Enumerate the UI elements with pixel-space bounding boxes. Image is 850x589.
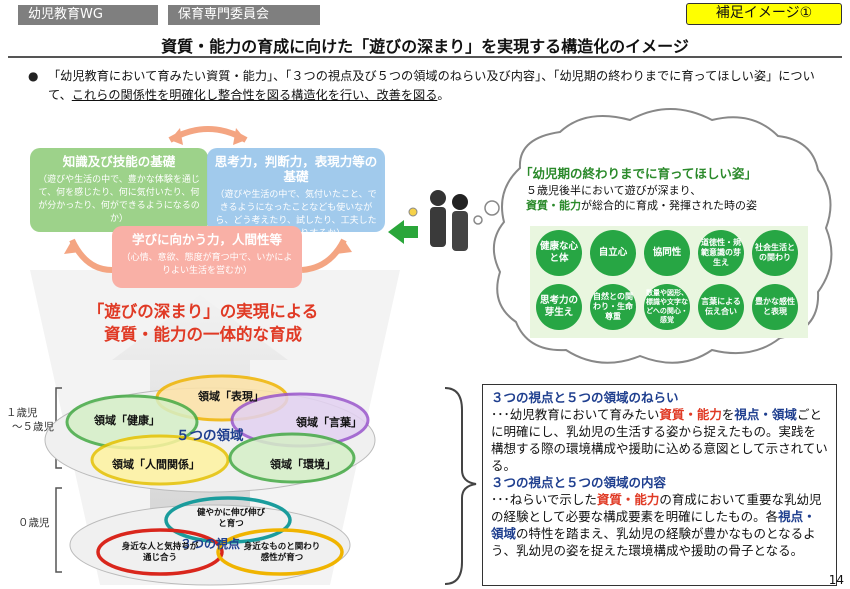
center-message-line2: 資質・能力の一体的な育成 xyxy=(104,325,302,344)
goal-circle-2: 自立心 xyxy=(590,230,636,276)
knowledge-skills-box: 知識及び技能の基礎 （遊びや生活の中で、豊かな体験を通じて、何を感じたり、何に気… xyxy=(30,148,208,232)
goal-circle-4: 道徳性・規範意識の芽生え xyxy=(698,230,744,276)
attitude-box: 学びに向かう力，人間性等 （心情、意欲、態度が育つ中で、いかによりよい生活を営む… xyxy=(112,226,302,288)
age-label-lower: ０歳児 xyxy=(18,517,50,529)
viewpoint-top-label: 健やかに伸び伸びと育つ xyxy=(196,508,265,529)
oval-relationships xyxy=(90,434,230,486)
curly-brace xyxy=(444,387,477,585)
five-domains-label: ５つの領域 xyxy=(176,428,244,444)
viewpoints-plate xyxy=(69,504,351,586)
three-viewpoints-label: ３つの視点 xyxy=(180,537,241,551)
center-message-line1: 「遊びの深まり」の実現による xyxy=(87,302,319,321)
cloud-bubble-1 xyxy=(484,200,500,216)
explanation-panel: ３つの視点と５つの領域のねらい ･･･幼児教育において育みたい資質・能力を視点・… xyxy=(482,384,837,586)
cloud-subtitle: ５歳児後半において遊びが深まり、 資質・能力が総合的に育成・発揮された時の姿 xyxy=(526,184,757,212)
goal-circle-1: 健康な心と体 xyxy=(536,230,582,276)
arrow-right xyxy=(301,238,347,273)
attitude-title: 学びに向かう力，人間性等 xyxy=(131,232,282,247)
panel-text-content: ･･･ねらいで示した資質・能力の育成において重要な乳幼児の経験として必要な構成要… xyxy=(491,492,822,558)
title-divider xyxy=(8,56,842,58)
goal-circle-5: 社会生活との関わり xyxy=(752,230,798,276)
knowledge-title: 知識及び技能の基礎 xyxy=(62,154,176,169)
thinking-box: 思考力，判断力，表現力等の基礎 （遊びや生活の中で、気付いたこと、できるようにな… xyxy=(207,148,385,239)
green-arrow xyxy=(388,220,418,244)
page-title: 資質・能力の育成に向けた「遊びの深まり」を実現する構造化のイメージ xyxy=(161,37,689,56)
bullet-icon: ● xyxy=(28,69,39,83)
people-illustration xyxy=(408,190,468,251)
attitude-desc: （心情、意欲、態度が育つ中で、いかによりよい生活を営むか） xyxy=(121,253,293,276)
bullet-text: 「幼児教育において育みたい資質・能力」、「３つの視点及び５つの領域のねらい及び内… xyxy=(48,69,815,102)
bullet-underlined: これらの関係性を明確化し整合性を図る構造化を行い、改善を図る xyxy=(71,88,438,102)
panel-text-aims: ･･･幼児教育において育みたい資質・能力を視点・領域ごとに明確にし、乳幼児の生活… xyxy=(491,407,828,473)
goal-circle-9: 言葉による伝え合い xyxy=(698,284,744,330)
age-label-upper: １歳児 ～５歳児 xyxy=(6,407,54,433)
arrow-left xyxy=(69,238,113,273)
oval-vp-left xyxy=(96,528,224,576)
bracket-lower xyxy=(55,487,62,573)
page-number: 14 xyxy=(828,573,844,587)
domain-language-label: 領域「言葉」 xyxy=(296,416,362,429)
viewpoint-right-label: 身近なものと関わり感性が育つ xyxy=(243,542,321,563)
goal-circle-8: 数量や図形、標識や文字などへの関心・感覚 xyxy=(644,284,690,330)
domain-expression-label: 領域「表現」 xyxy=(198,390,264,403)
domain-health-label: 領域「健康」 xyxy=(94,414,160,427)
cloud-bubble-2 xyxy=(473,215,483,225)
tag-wg: 幼児教育WG xyxy=(18,5,158,25)
center-message: 「遊びの深まり」の実現による 資質・能力の一体的な育成 xyxy=(78,300,328,346)
thinking-title: 思考力，判断力，表現力等の基礎 xyxy=(214,154,378,184)
panel-heading-aims: ３つの視点と５つの領域のねらい xyxy=(491,390,679,405)
panel-heading-content: ３つの視点と５つの領域の内容 xyxy=(491,475,667,490)
viewpoint-left-label: 身近な人と気持ちが通じ合う xyxy=(121,542,199,563)
tag-supplement-image: 補足イメージ① xyxy=(686,3,842,25)
oval-vp-top xyxy=(164,496,292,544)
goal-circle-3: 協同性 xyxy=(644,230,690,276)
tag-committee: 保育専門委員会 xyxy=(168,5,320,25)
oval-environment xyxy=(228,432,356,484)
goal-circle-6: 思考力の芽生え xyxy=(536,284,582,330)
knowledge-desc: （遊びや生活の中で、豊かな体験を通じて、何を感じたり、何に気付いたり、何が分かっ… xyxy=(38,175,200,224)
goal-circle-7: 自然との関わり・生命尊重 xyxy=(590,284,636,330)
domain-environment-label: 領域「環境」 xyxy=(270,458,336,471)
cloud-title: 「幼児期の終わりまでに育ってほしい姿」 xyxy=(520,166,757,181)
goal-circle-10: 豊かな感性と表現 xyxy=(752,284,798,330)
oval-vp-right xyxy=(216,528,344,576)
domain-relationships-label: 領域「人間関係」 xyxy=(112,458,200,471)
